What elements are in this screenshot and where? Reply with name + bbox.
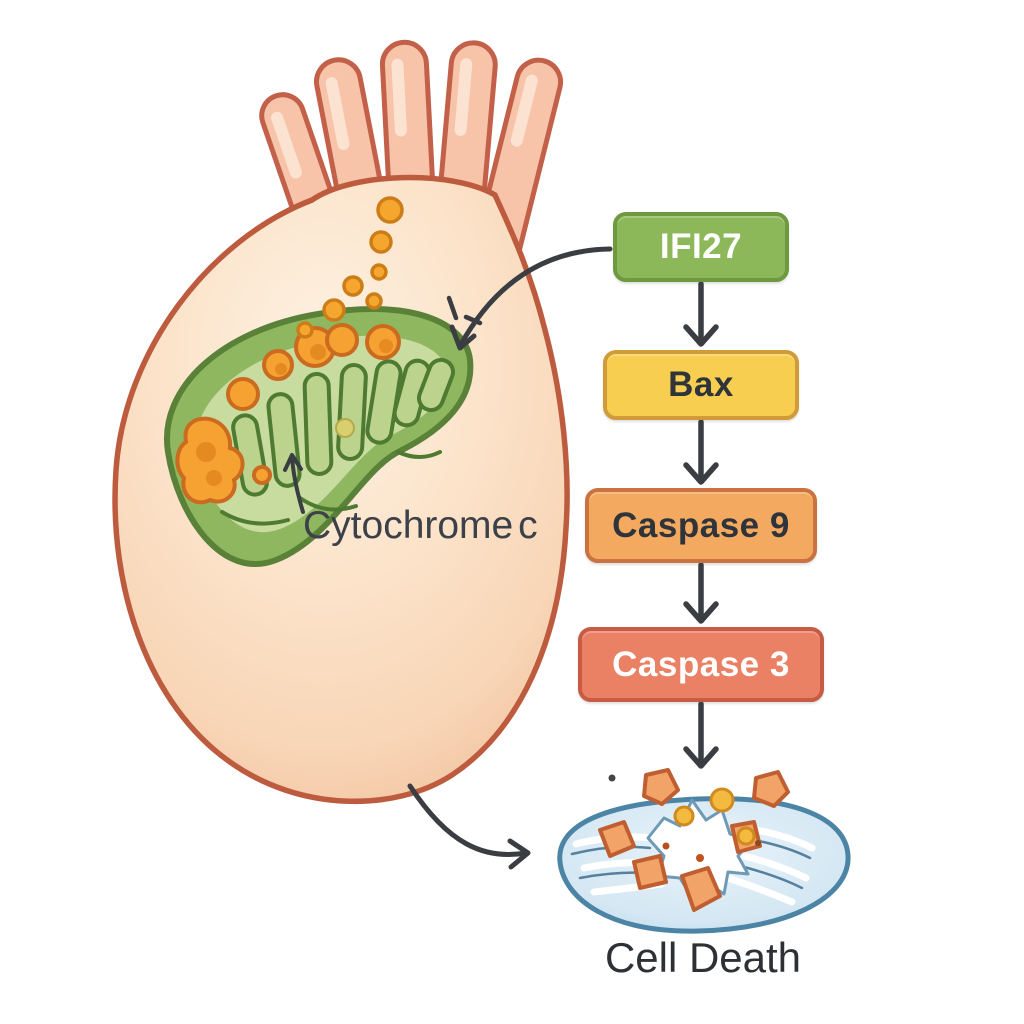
arrow-down-icon xyxy=(683,563,719,624)
cell-fragments-icon xyxy=(598,768,790,912)
dead-cell-burst xyxy=(646,798,754,900)
signaling-pathway: IFI27 Bax Caspase 9 xyxy=(558,212,844,772)
pathway-box-label: Caspase 3 xyxy=(612,644,790,684)
pathway-box-label: IFI27 xyxy=(659,227,743,266)
impact-ticks-icon xyxy=(446,295,483,326)
mitochondrion-inner-folds xyxy=(220,450,442,526)
pathway-box-label: Caspase 9 xyxy=(612,505,790,545)
cytochrome-c-granules-icon xyxy=(175,323,401,505)
pathway-box-caspase3: Caspase 3 xyxy=(578,627,824,702)
pathway-box-ifi27: IFI27 xyxy=(613,212,789,282)
arrowhead-icon xyxy=(507,838,531,870)
cytochrome-c-label: Cytochrome c xyxy=(303,504,538,547)
arrowhead-icon xyxy=(449,324,477,351)
dead-cell-icon xyxy=(557,768,851,934)
matrix-granule xyxy=(335,418,355,438)
connector-cell-to-death xyxy=(407,783,531,870)
pathway-box-caspase9: Caspase 9 xyxy=(585,488,817,563)
arrow-down-icon xyxy=(683,420,719,485)
cell-death-label: Cell Death xyxy=(604,934,802,981)
cytochrome-label-arrow-icon xyxy=(283,453,305,514)
pathway-box-bax: Bax xyxy=(603,350,799,420)
pathway-box-label: Bax xyxy=(668,365,734,404)
connector-ifi27-to-mitochondrion xyxy=(446,246,613,351)
arrow-down-icon xyxy=(683,282,719,347)
arrow-down-icon xyxy=(683,702,719,769)
cytochrome-c-release-dots-icon xyxy=(296,196,404,339)
